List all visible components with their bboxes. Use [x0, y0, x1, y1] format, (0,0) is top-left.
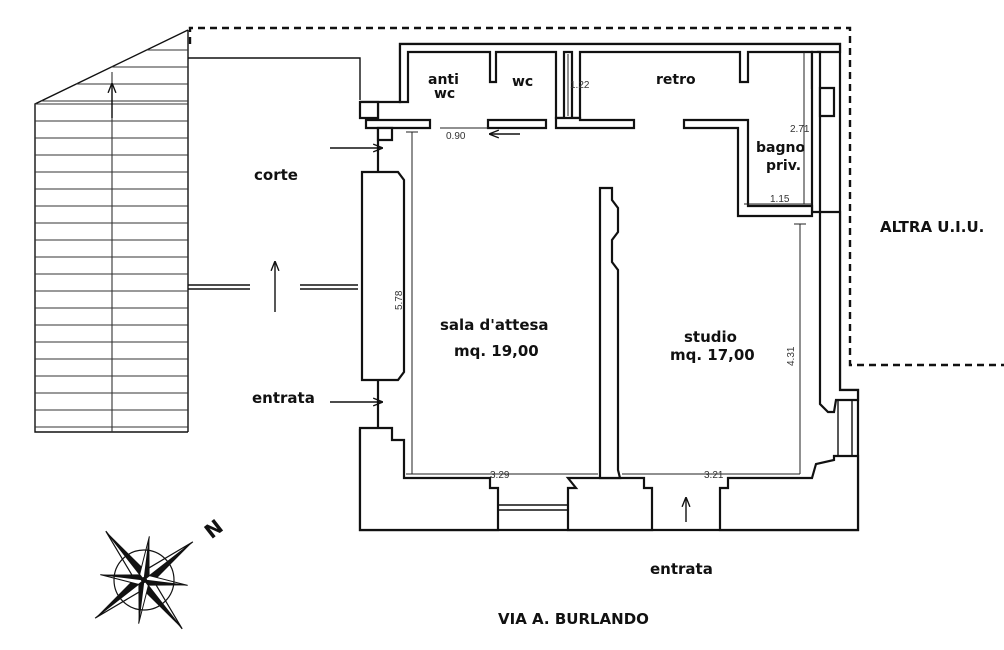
- staircase: [34, 29, 189, 433]
- room-label-priv: priv.: [766, 158, 801, 174]
- compass-north-label: N: [200, 514, 228, 543]
- dim-321: 3.21: [704, 470, 724, 481]
- dim-115: 1.15: [770, 194, 790, 205]
- compass-rose: [94, 530, 194, 630]
- room-label-anti: anti: [428, 72, 459, 88]
- room-label-anti-wc: wc: [434, 86, 455, 102]
- dim-329: 3.29: [490, 470, 510, 481]
- room-label-sala: sala d'attesa: [440, 316, 549, 334]
- room-label-studio: studio: [684, 328, 737, 346]
- walls: [358, 42, 860, 532]
- corte-courtyard: [188, 57, 361, 312]
- property-boundary: [188, 26, 1004, 367]
- dim-578: 5.78: [394, 290, 405, 310]
- room-label-wc: wc: [512, 74, 533, 90]
- altra-uiu-label: ALTRA U.I.U.: [880, 218, 984, 236]
- entrata-side-label: entrata: [252, 389, 315, 407]
- dim-431: 4.31: [786, 346, 797, 366]
- room-area-studio: mq. 17,00: [670, 346, 755, 364]
- dim-122: 1.22: [570, 80, 590, 91]
- room-label-corte: corte: [254, 166, 298, 184]
- room-label-bagno: bagno: [756, 140, 805, 156]
- room-label-retro: retro: [656, 72, 696, 88]
- dim-271: 2.71: [790, 124, 810, 135]
- dimension-lines: [406, 52, 812, 475]
- entrata-bottom-label: entrata: [650, 560, 713, 578]
- street-label: VIA A. BURLANDO: [498, 610, 649, 628]
- room-area-sala: mq. 19,00: [454, 342, 539, 360]
- dim-090: 0.90: [446, 131, 466, 142]
